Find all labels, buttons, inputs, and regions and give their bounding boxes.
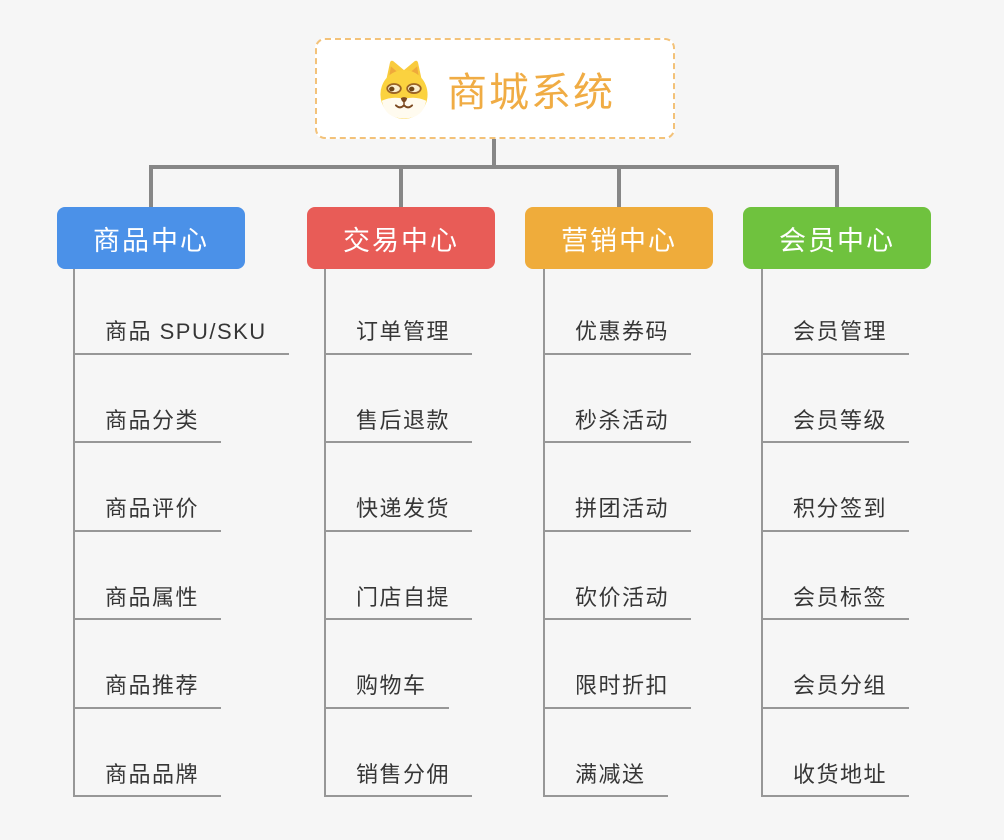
leaf-label: 快递发货 <box>356 496 451 522</box>
connector-drop-member <box>835 165 839 211</box>
leaf-label: 秒杀活动 <box>575 407 670 433</box>
connector-drop-marketing <box>617 165 621 211</box>
leaf-label: 商品推荐 <box>105 673 200 699</box>
branch-node-label: 会员中心 <box>779 225 895 256</box>
leaf-label: 售后退款 <box>356 407 451 433</box>
leaf-node[interactable]: 订单管理 <box>326 266 473 355</box>
leaf-column-trade: 订单管理 售后退款 快递发货 门店自提 购物车 销售分佣 <box>324 266 473 797</box>
connector-horizontal <box>149 165 839 169</box>
connector-drop-product <box>149 165 153 211</box>
leaf-label: 收货地址 <box>793 761 888 787</box>
leaf-label: 商品 SPU/SKU <box>105 319 267 345</box>
leaf-label: 购物车 <box>356 673 427 699</box>
leaf-label: 商品属性 <box>105 584 200 610</box>
leaf-node[interactable]: 会员管理 <box>763 266 910 355</box>
leaf-node[interactable]: 商品属性 <box>75 532 222 620</box>
leaf-column-marketing: 优惠券码 秒杀活动 拼团活动 砍价活动 限时折扣 满减送 <box>543 266 692 797</box>
leaf-label: 会员标签 <box>793 584 888 610</box>
leaf-column-member: 会员管理 会员等级 积分签到 会员标签 会员分组 收货地址 <box>761 266 910 797</box>
leaf-node[interactable]: 砍价活动 <box>545 532 692 620</box>
leaf-node[interactable]: 商品评价 <box>75 443 222 532</box>
leaf-node[interactable]: 商品品牌 <box>75 709 222 797</box>
leaf-label: 会员管理 <box>793 319 888 345</box>
leaf-node[interactable]: 售后退款 <box>326 355 473 443</box>
leaf-node[interactable]: 商品分类 <box>75 355 222 443</box>
branch-node-member-center[interactable]: 会员中心 <box>743 207 931 269</box>
leaf-node[interactable]: 门店自提 <box>326 532 473 620</box>
leaf-node[interactable]: 收货地址 <box>763 709 910 797</box>
leaf-column-product: 商品 SPU/SKU 商品分类 商品评价 商品属性 商品推荐 商品品牌 <box>73 266 289 797</box>
branch-node-label: 商品中心 <box>93 225 209 256</box>
root-node-label: 商城系统 <box>447 70 615 115</box>
leaf-label: 订单管理 <box>356 319 451 345</box>
leaf-node[interactable]: 商品 SPU/SKU <box>75 266 289 355</box>
leaf-label: 销售分佣 <box>356 761 451 787</box>
leaf-node[interactable]: 销售分佣 <box>326 709 473 797</box>
leaf-label: 会员等级 <box>793 407 888 433</box>
leaf-node[interactable]: 限时折扣 <box>545 620 692 709</box>
branch-node-product-center[interactable]: 商品中心 <box>57 207 245 269</box>
leaf-node[interactable]: 购物车 <box>326 620 449 709</box>
root-node-mall-system[interactable]: 商城系统 <box>315 38 675 139</box>
leaf-node[interactable]: 商品推荐 <box>75 620 222 709</box>
branch-node-trade-center[interactable]: 交易中心 <box>307 207 495 269</box>
leaf-label: 砍价活动 <box>575 584 670 610</box>
leaf-label: 优惠券码 <box>575 319 670 345</box>
leaf-node[interactable]: 优惠券码 <box>545 266 692 355</box>
leaf-node[interactable]: 积分签到 <box>763 443 910 532</box>
leaf-node[interactable]: 拼团活动 <box>545 443 692 532</box>
branch-node-label: 营销中心 <box>561 225 677 256</box>
connector-drop-trade <box>399 165 403 211</box>
leaf-node[interactable]: 会员分组 <box>763 620 910 709</box>
leaf-node[interactable]: 秒杀活动 <box>545 355 692 443</box>
leaf-node[interactable]: 满减送 <box>545 709 668 797</box>
leaf-node[interactable]: 会员等级 <box>763 355 910 443</box>
branch-node-marketing-center[interactable]: 营销中心 <box>525 207 713 269</box>
dog-face-icon <box>380 60 428 119</box>
leaf-node[interactable]: 快递发货 <box>326 443 473 532</box>
leaf-label: 满减送 <box>575 761 646 787</box>
leaf-label: 会员分组 <box>793 673 888 699</box>
connector-root-stub <box>492 137 496 167</box>
leaf-label: 商品品牌 <box>105 761 200 787</box>
leaf-label: 限时折扣 <box>575 673 670 699</box>
leaf-label: 积分签到 <box>793 496 888 522</box>
leaf-label: 拼团活动 <box>575 496 670 522</box>
leaf-label: 商品分类 <box>105 407 200 433</box>
leaf-label: 门店自提 <box>356 584 451 610</box>
branch-node-label: 交易中心 <box>343 225 459 256</box>
leaf-node[interactable]: 会员标签 <box>763 532 910 620</box>
leaf-label: 商品评价 <box>105 496 200 522</box>
